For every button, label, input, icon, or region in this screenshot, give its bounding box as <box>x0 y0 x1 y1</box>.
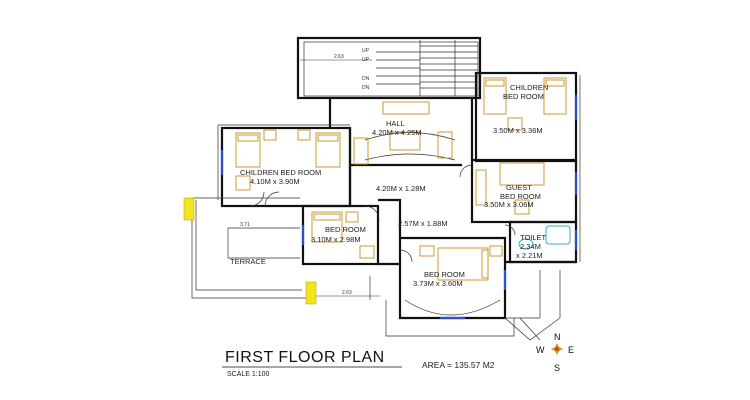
plan-scale: SCALE 1:100 <box>227 371 270 378</box>
guest-bed-room-name-line2: BED ROOM <box>500 192 541 201</box>
passage-size: 4.20M x 1.28M <box>376 184 426 193</box>
compass-icon <box>551 343 563 355</box>
children-bed-room-1-name: CHILDREN BED ROOM <box>240 168 321 177</box>
compass-n: N <box>554 332 561 342</box>
bed-room-1-name: BED ROOM <box>325 225 366 234</box>
toilet-name: TOILET <box>520 233 547 242</box>
terrace-name: TERRACE <box>230 257 266 266</box>
hall-size: 4.20M x 4.25M <box>372 128 422 137</box>
dimension-bottom: 2.63 <box>342 290 352 296</box>
compass-s: S <box>554 363 560 373</box>
toilet-size-line2: x 2.21M <box>516 251 543 260</box>
columns <box>183 197 317 305</box>
children-bed-room-1-size: 4.10M x 3.90M <box>250 177 300 186</box>
toilet-size: 2.34M x 2.21M <box>516 242 543 260</box>
guest-bed-room-name: GUEST BED ROOM <box>500 183 541 201</box>
guest-bed-room-name-line1: GUEST <box>506 183 532 192</box>
stair-label-dn-2: DN <box>362 85 370 91</box>
plan-area: AREA = 135.57 M2 <box>422 360 495 370</box>
plan-title: FIRST FLOOR PLAN <box>225 349 385 366</box>
bed-room-2-size: 3.73M x 3.60M <box>413 279 463 288</box>
windows <box>220 95 578 320</box>
hall-name: HALL <box>386 119 405 128</box>
compass-w: W <box>536 345 545 355</box>
children-bed-room-2-size: 3.50M x 3.36M <box>493 126 543 135</box>
doors <box>249 164 516 263</box>
dimension-terrace: 3.71 <box>240 222 250 228</box>
compass-center <box>555 347 559 351</box>
furniture <box>235 77 567 281</box>
stair-label-dn-1: DN <box>362 76 370 82</box>
children-bed-room-2-name: CHILDREN BED ROOM <box>503 83 550 101</box>
stair-label-up-1: UP <box>362 48 370 54</box>
compass-e: E <box>568 345 574 355</box>
toilet-fixtures <box>518 225 571 250</box>
children-bed-room-2-name-line2: BED ROOM <box>503 92 544 101</box>
toilet-size-line1: 2.34M <box>520 242 541 251</box>
guest-bed-room-size: 3.50M x 3.06M <box>484 200 534 209</box>
children-bed-room-2-name-line1: CHILDREN <box>510 83 548 92</box>
bed-room-2-name: BED ROOM <box>424 270 465 279</box>
secondary-lines <box>191 40 581 341</box>
bed-room-1-size: 3.10M x 2.98M <box>311 235 361 244</box>
dimension-top: 2.63 <box>334 54 344 60</box>
lobby-size: 2.57M x 1.88M <box>398 219 448 228</box>
